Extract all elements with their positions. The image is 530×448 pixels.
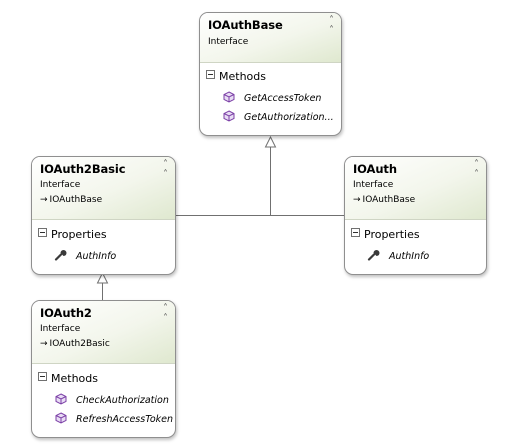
- member-method[interactable]: CheckAuthorization: [54, 393, 169, 408]
- class-header: IOAuth2 Interface →IOAuth2Basic ˄˄: [32, 301, 175, 364]
- class-inherits: →IOAuthBase: [353, 195, 416, 205]
- class-ioauth2basic[interactable]: IOAuth2Basic Interface →IOAuthBase ˄˄ Pr…: [31, 156, 176, 275]
- double-chevron-up-icon[interactable]: ˄˄: [329, 15, 334, 36]
- class-inherits: →IOAuthBase: [40, 195, 103, 205]
- member-method[interactable]: GetAuthorization...: [222, 110, 334, 125]
- section-label: Properties: [364, 228, 420, 241]
- class-stereotype: Interface: [353, 180, 394, 190]
- double-chevron-up-icon[interactable]: ˄˄: [163, 303, 168, 324]
- inheritance-arrow-icon: →: [40, 339, 48, 349]
- class-header: IOAuth Interface →IOAuthBase ˄˄: [345, 157, 486, 220]
- method-cube-icon: [55, 412, 67, 424]
- collapse-minus-icon[interactable]: [38, 372, 47, 381]
- class-ioauth2[interactable]: IOAuth2 Interface →IOAuth2Basic ˄˄ Metho…: [31, 300, 176, 438]
- property-wrench-icon: [367, 250, 380, 261]
- class-ioauthbase[interactable]: IOAuthBase Interface ˄˄ Methods GetAcces…: [199, 12, 342, 136]
- member-method[interactable]: RefreshAccessToken: [54, 412, 173, 427]
- class-header: IOAuthBase Interface ˄˄: [200, 13, 341, 63]
- member-property[interactable]: AuthInfo: [367, 249, 429, 264]
- section-label: Methods: [51, 372, 98, 385]
- member-method[interactable]: GetAccessToken: [222, 91, 321, 106]
- member-name: RefreshAccessToken: [76, 414, 174, 425]
- class-stereotype: Interface: [208, 37, 249, 47]
- double-chevron-up-icon[interactable]: ˄˄: [163, 159, 168, 180]
- inheritance-arrowhead: [96, 271, 109, 284]
- class-ioauth[interactable]: IOAuth Interface →IOAuthBase ˄˄ Properti…: [344, 156, 487, 275]
- section-properties[interactable]: Properties: [351, 227, 420, 243]
- class-inherits: →IOAuth2Basic: [40, 339, 110, 349]
- collapse-minus-icon[interactable]: [206, 70, 215, 79]
- inheritance-arrow-icon: →: [40, 195, 48, 205]
- class-title: IOAuthBase: [208, 18, 283, 32]
- class-stereotype: Interface: [40, 324, 81, 334]
- member-property[interactable]: AuthInfo: [54, 249, 116, 264]
- collapse-minus-icon[interactable]: [351, 228, 360, 237]
- inheritance-arrowhead: [264, 135, 277, 148]
- property-wrench-icon: [54, 250, 67, 261]
- class-title: IOAuth2Basic: [40, 162, 126, 176]
- section-properties[interactable]: Properties: [38, 227, 107, 243]
- section-label: Properties: [51, 228, 107, 241]
- member-name: AuthInfo: [389, 251, 430, 262]
- section-methods[interactable]: Methods: [206, 69, 266, 85]
- double-chevron-up-icon[interactable]: ˄˄: [474, 159, 479, 180]
- member-name: GetAccessToken: [244, 93, 322, 104]
- collapse-minus-icon[interactable]: [38, 228, 47, 237]
- method-cube-icon: [55, 393, 67, 405]
- class-header: IOAuth2Basic Interface →IOAuthBase ˄˄: [32, 157, 175, 220]
- section-methods[interactable]: Methods: [38, 371, 98, 387]
- member-name: CheckAuthorization: [76, 395, 169, 406]
- method-cube-icon: [223, 110, 235, 122]
- class-stereotype: Interface: [40, 180, 81, 190]
- class-title: IOAuth: [353, 162, 397, 176]
- section-label: Methods: [219, 70, 266, 83]
- member-name: AuthInfo: [76, 251, 117, 262]
- method-cube-icon: [223, 91, 235, 103]
- inheritance-arrow-icon: →: [353, 195, 361, 205]
- class-title: IOAuth2: [40, 306, 92, 320]
- member-name: GetAuthorization...: [244, 112, 334, 123]
